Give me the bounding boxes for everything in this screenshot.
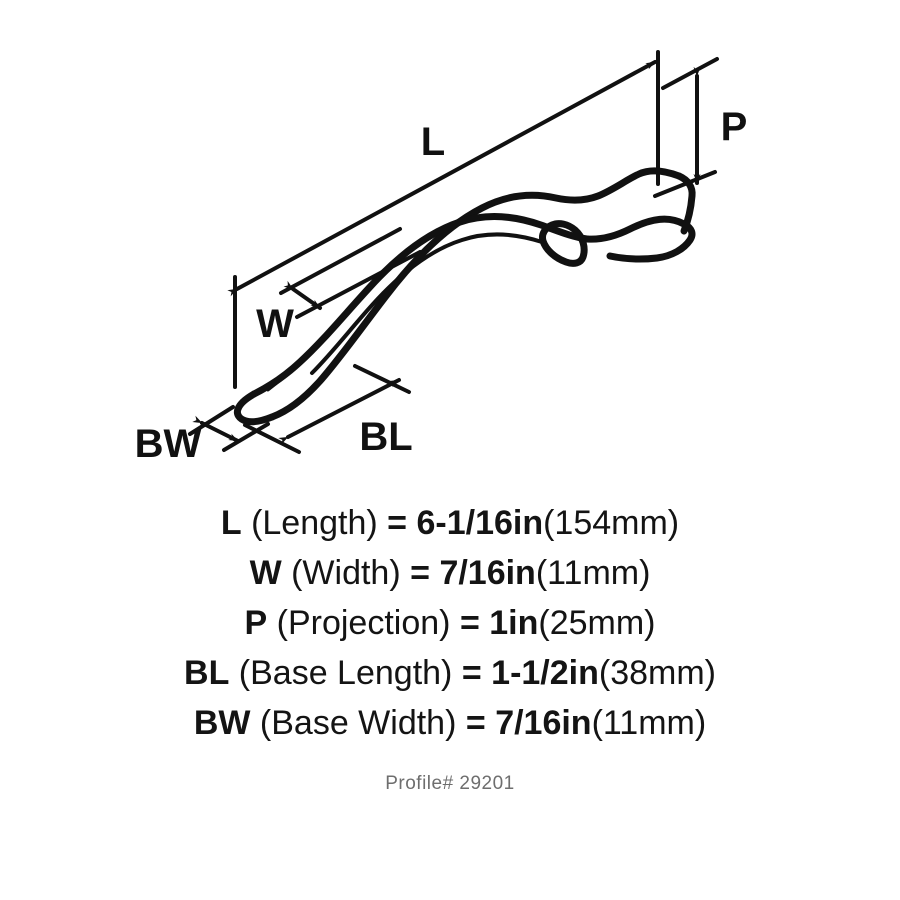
spec-name-length: (Length) [251,504,378,542]
handle-diagram-svg: L P W BL BW [135,50,748,466]
dimension-label-BL: BL [359,415,412,459]
spec-name-base-width: (Base Width) [259,704,457,742]
dimension-L [227,50,660,389]
dimension-BW-witness-inner [222,422,270,452]
handle-top-edge [268,167,683,421]
spec-metric-base-length: (38mm) [598,654,716,692]
dimension-label-W: W [256,302,294,346]
spec-code-w: W [249,554,282,592]
spec-metric-projection: (25mm) [538,604,656,642]
dimension-P [653,57,719,198]
spec-row-base-length: BL (Base Length) = 1-1/2in(38mm) [0,648,900,698]
spec-metric-length: (154mm) [543,504,680,542]
spec-name-base-length: (Base Length) [238,654,453,692]
dimension-BW [188,405,270,452]
spec-row-base-width: BW (Base Width) = 7/16in(11mm) [0,698,900,748]
handle-right-tip [675,172,696,235]
dimension-BL [243,364,411,454]
spec-code-l: L [220,504,242,542]
spec-equals-length: = [387,504,408,542]
dimension-label-BW: BW [135,422,202,466]
dimension-BL-witness-right [353,364,411,394]
dimension-BW-line [192,415,240,443]
profile-number: Profile# 29201 [385,773,515,794]
dimension-W-witness-upper [279,227,402,295]
spec-metric-base-width: (11mm) [591,704,707,742]
spec-row-length: L (Length) = 6-1/16in(154mm) [0,498,900,548]
dimension-L-line [227,60,657,297]
spec-row-width: W (Width) = 7/16in(11mm) [0,548,900,598]
handle-right-end-lower [583,215,696,263]
dimension-BL-line [278,378,401,445]
dimension-BL-witness-left [243,423,301,454]
handle-bottom-edge [250,213,591,398]
dimension-label-P: P [721,105,748,149]
spec-imperial-length: 6-1/16in [416,504,544,542]
spec-equals-projection: = [459,604,480,642]
dimension-W-line [283,280,322,310]
spec-imperial-width: 7/16in [439,554,536,592]
dimension-label-L: L [421,120,445,164]
spec-row-projection: P (Projection) = 1in(25mm) [0,598,900,648]
spec-metric-width: (11mm) [535,554,651,592]
spec-code-bw: BW [193,704,251,742]
diagram-area: L P W BL BW [135,50,748,466]
spec-equals-base-width: = [465,704,486,742]
dimension-P-witness-bottom [653,170,717,198]
spec-equals-width: = [410,554,430,592]
handle-foot-pad [233,390,276,426]
spec-equals-base-length: = [461,654,482,692]
spec-name-width: (Width) [291,554,401,592]
spec-code-bl: BL [184,654,230,692]
dimension-P-witness-top [661,57,719,90]
spec-imperial-projection: 1in [489,604,539,642]
spec-imperial-base-length: 1-1/2in [491,654,599,692]
specification-list: L (Length) = 6-1/16in(154mm) W (Width) =… [0,498,900,748]
spec-code-p: P [244,604,268,642]
spec-name-projection: (Projection) [276,604,451,642]
dimension-W [279,227,422,319]
dimension-W-witness-lower [295,250,422,319]
spec-imperial-base-width: 7/16in [495,704,592,742]
